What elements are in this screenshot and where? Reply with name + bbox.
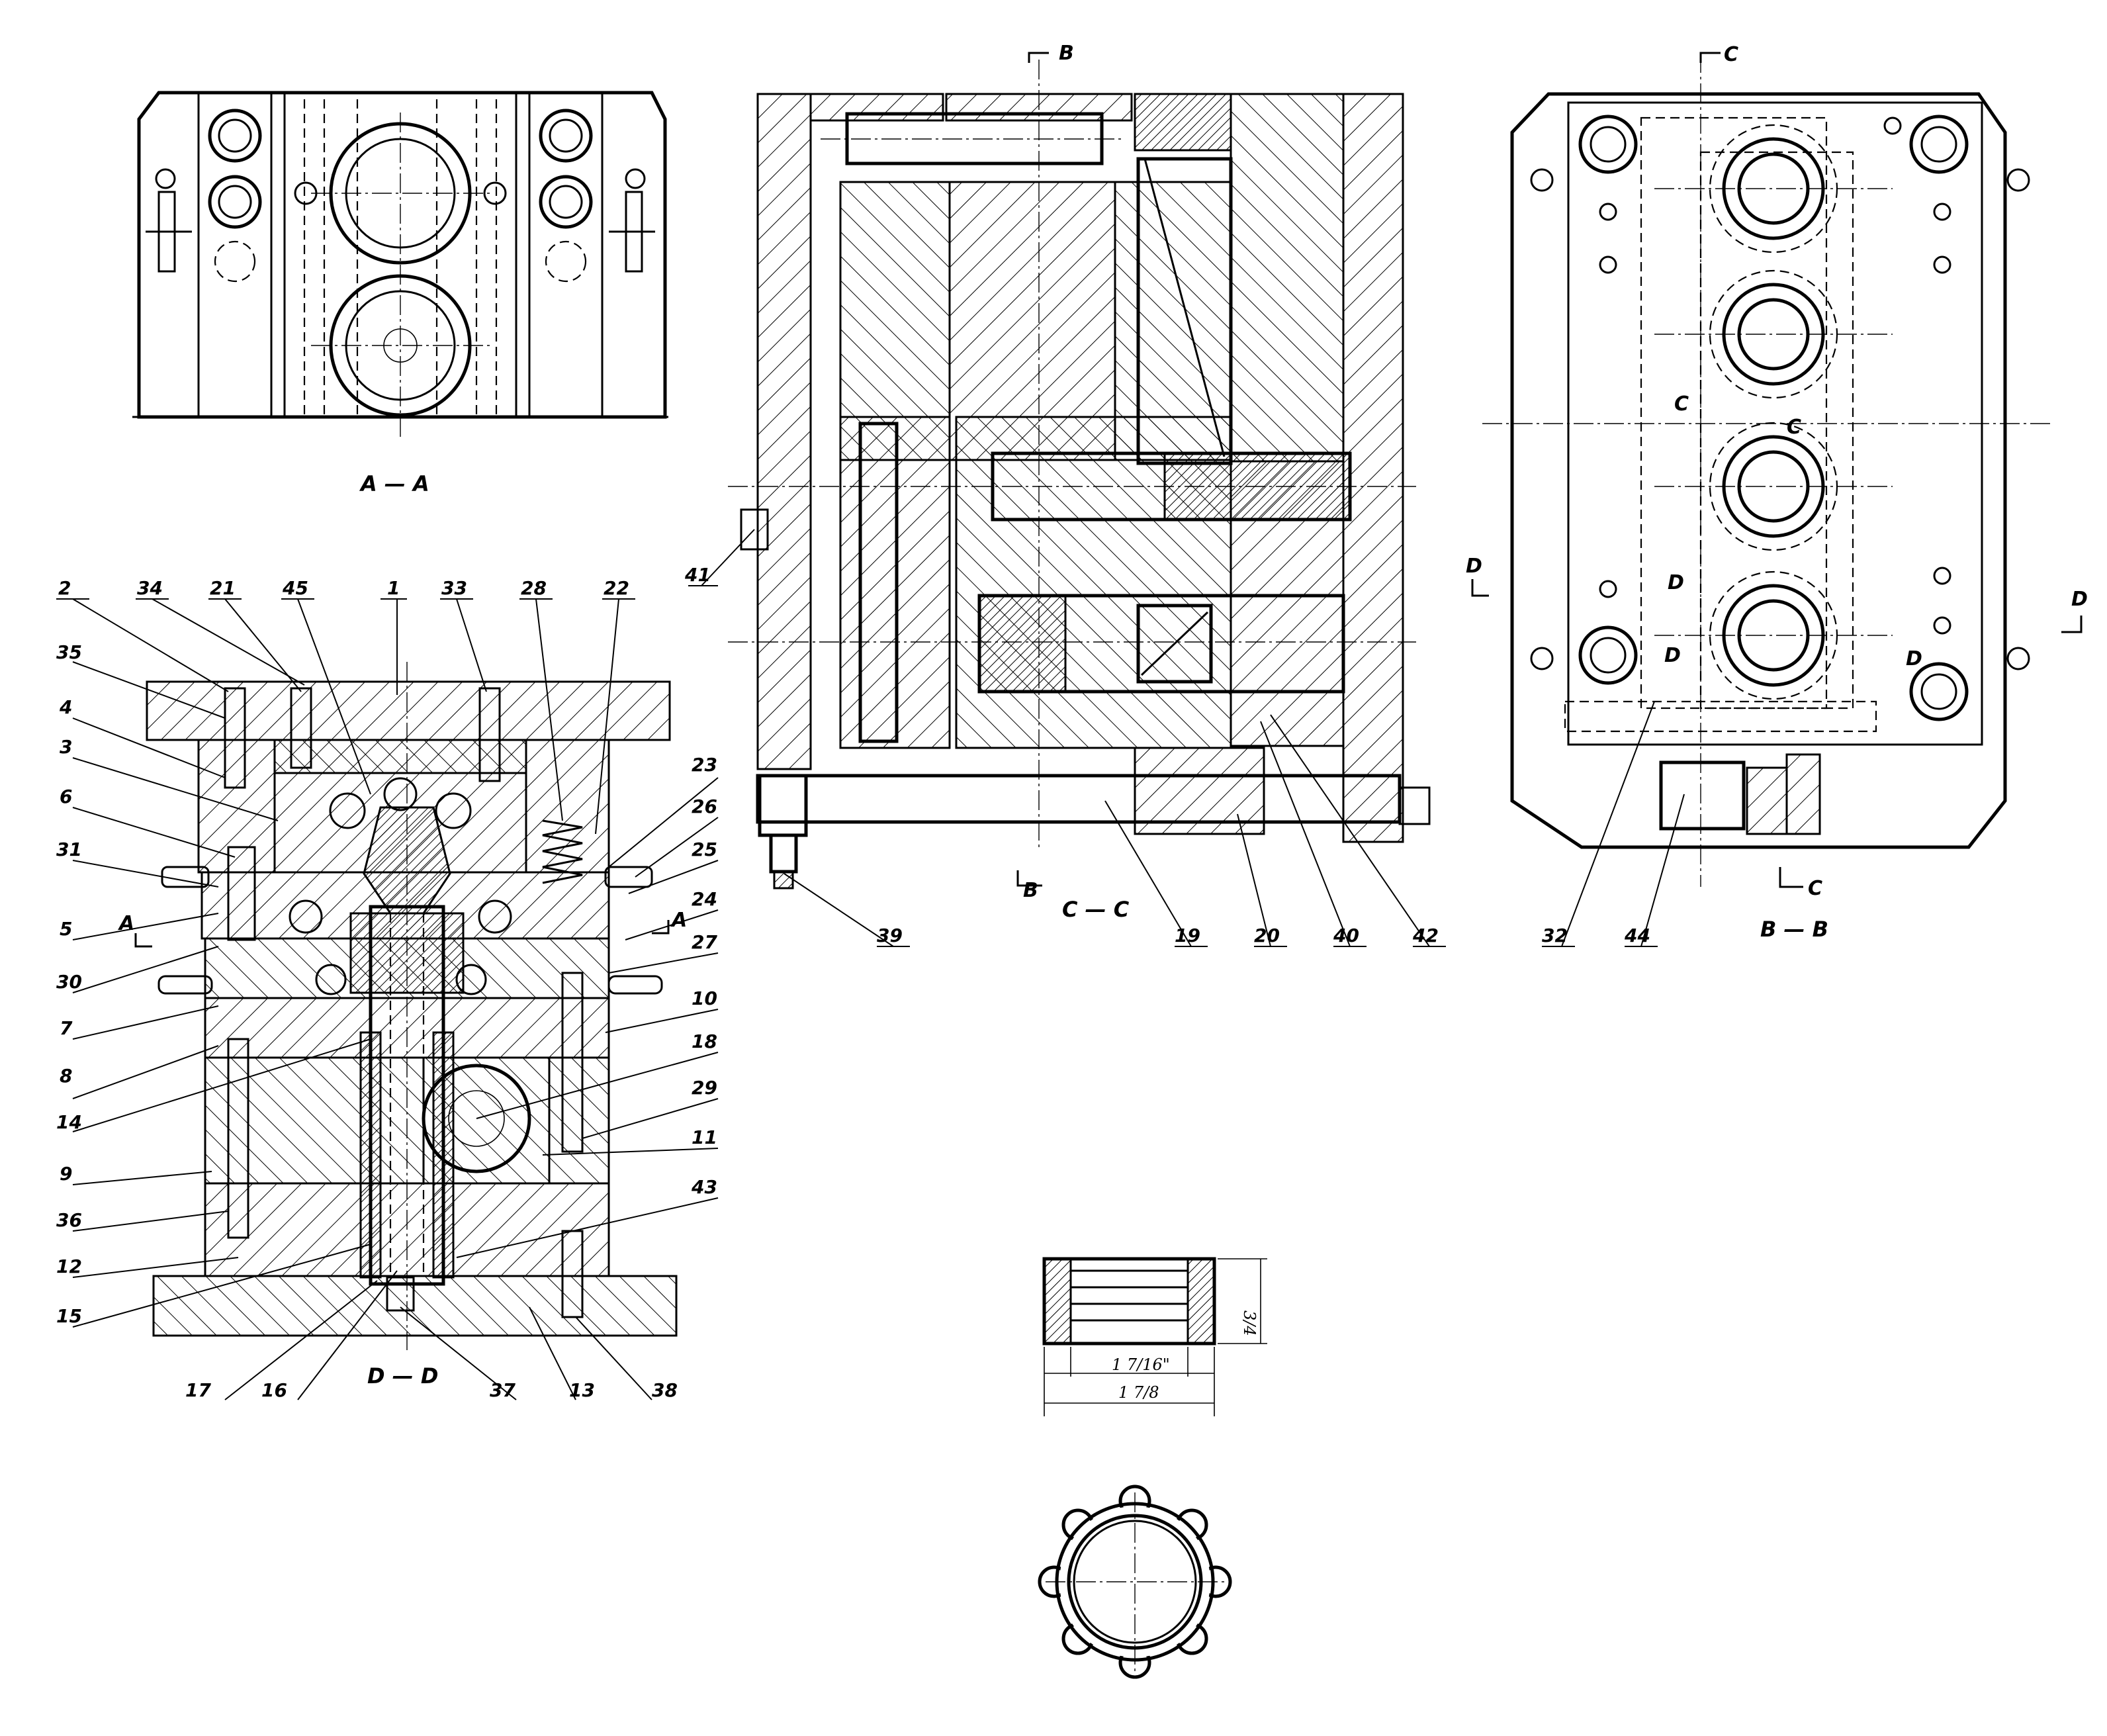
bb-cavity-row [1709,124,1838,700]
callout-17: 17 [185,1379,211,1401]
callout-32: 32 [1542,925,1568,946]
callout-34: 34 [137,577,163,599]
callout-44: 44 [1624,925,1650,946]
callouts-bb: 32 44 [1542,701,1685,947]
callout-5: 5 [60,918,72,940]
callout-26: 26 [692,796,717,817]
callout-12: 12 [56,1256,82,1277]
callouts-dd: 2 34 21 45 1 33 28 22 35 4 3 6 31 5 30 7… [56,577,719,1401]
callouts-cc: 41 39 19 20 40 42 [684,529,1446,947]
dd-section-a-left: A [118,912,134,935]
view-dd-title: D — D [367,1363,438,1389]
bb-section-c-bottom: C [1808,877,1822,900]
callout-25: 25 [692,839,717,860]
callout-38: 38 [652,1379,678,1401]
bb-section-c-top: C [1724,43,1738,66]
callout-13: 13 [569,1379,595,1401]
part-plan-view [1038,1485,1232,1679]
part-dim-height: 3/4 [1240,1310,1259,1336]
part-section-view: 3/4 1 7/16" 1 7/8 [1042,1257,1267,1416]
callout-43: 43 [691,1176,717,1198]
callout-40: 40 [1333,925,1359,946]
callout-11: 11 [692,1126,717,1148]
callout-4: 4 [59,696,72,718]
callout-27: 27 [692,931,717,953]
callout-14: 14 [56,1111,82,1133]
dd-section-a-right: A [670,909,687,932]
callout-37: 37 [490,1379,516,1401]
callout-28: 28 [521,577,547,599]
callout-6: 6 [60,786,72,807]
view-cc-title: C — C [1062,897,1130,922]
callout-10: 10 [692,987,717,1009]
callout-19: 19 [1175,925,1200,946]
view-aa: A — A [132,91,668,496]
callout-24: 24 [692,888,717,910]
callout-8: 8 [60,1065,72,1087]
callout-41: 41 [684,564,711,586]
view-bb-title: B — B [1760,917,1828,942]
bb-section-d-inner2: D [1664,644,1681,667]
view-dd: D — D [146,662,678,1389]
callout-29: 29 [692,1077,717,1099]
callout-23: 23 [692,754,717,776]
part-dim-inner: 1 7/16" [1112,1355,1170,1374]
callout-36: 36 [56,1209,82,1231]
bb-section-d-right: D [2071,588,2088,611]
callout-16: 16 [261,1379,287,1401]
view-cc-section-b-bottom: B [1023,879,1038,902]
view-cc: B B C — C [728,42,1431,922]
callout-3: 3 [60,736,72,758]
callout-45: 45 [282,577,308,599]
part-dim-outer: 1 7/8 [1118,1383,1159,1402]
callout-33: 33 [441,577,467,599]
callout-15: 15 [56,1305,82,1327]
bb-section-d-inner3: D [1906,647,1922,670]
view-cc-section-b-top: B [1059,42,1074,65]
callout-31: 31 [56,839,82,860]
callout-21: 21 [210,577,236,599]
callout-20: 20 [1254,925,1280,946]
callout-42: 42 [1412,925,1439,946]
view-bb: C C C C D D D D D B — B [1466,43,2088,942]
bb-section-d-inner1: D [1668,571,1684,594]
callout-22: 22 [604,577,629,599]
callout-35: 35 [56,641,82,663]
callout-39: 39 [877,925,903,946]
bb-section-c-mid2: C [1787,416,1801,439]
callout-1: 1 [387,577,400,599]
callout-7: 7 [60,1017,73,1039]
bb-section-d-left: D [1466,555,1482,578]
callout-18: 18 [692,1030,717,1052]
callout-30: 30 [56,971,82,993]
callout-2: 2 [58,577,71,599]
bb-section-c-mid: C [1674,392,1689,416]
callout-9: 9 [60,1163,72,1185]
view-aa-title: A — A [359,471,429,496]
